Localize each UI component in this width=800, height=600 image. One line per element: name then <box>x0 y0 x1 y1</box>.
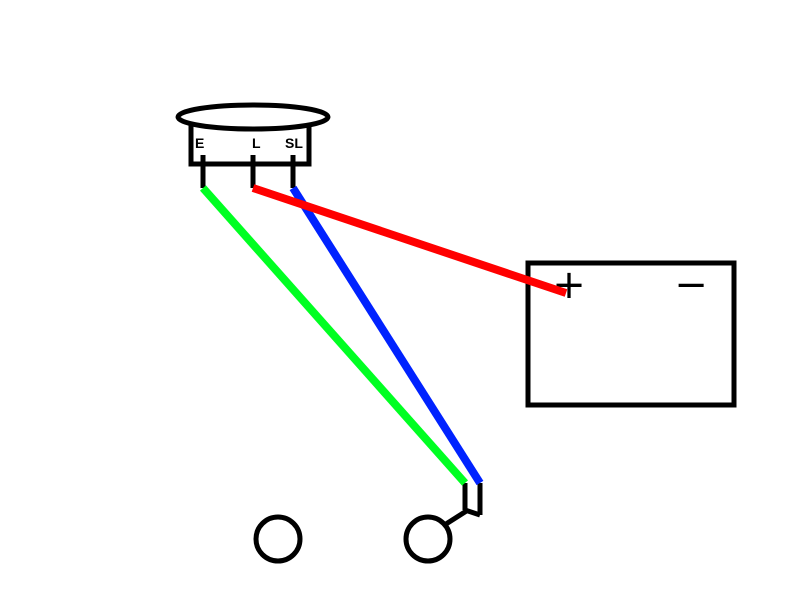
switch-lever <box>444 507 470 527</box>
lamp-holder-body <box>188 124 312 167</box>
battery-positive-terminal: + <box>552 262 586 308</box>
switched-live-wire <box>289 185 484 486</box>
switch <box>444 483 483 527</box>
battery-positive-symbol: + <box>552 262 586 308</box>
battery-body <box>525 260 737 408</box>
live-wire <box>251 184 568 297</box>
terminal-circle-right <box>403 514 453 564</box>
lamp-holder-rim <box>175 102 331 132</box>
lamp-holder: E L SL <box>175 102 331 188</box>
battery-negative-terminal: − <box>674 262 708 308</box>
battery: + − <box>525 260 737 408</box>
terminal-sl-label: SL <box>285 135 303 151</box>
earth-wire <box>200 185 468 486</box>
battery-negative-symbol: − <box>674 262 708 308</box>
terminal-e-label: E <box>195 135 204 151</box>
terminal-l-label: L <box>252 135 261 151</box>
terminal-circle-left <box>253 514 303 564</box>
